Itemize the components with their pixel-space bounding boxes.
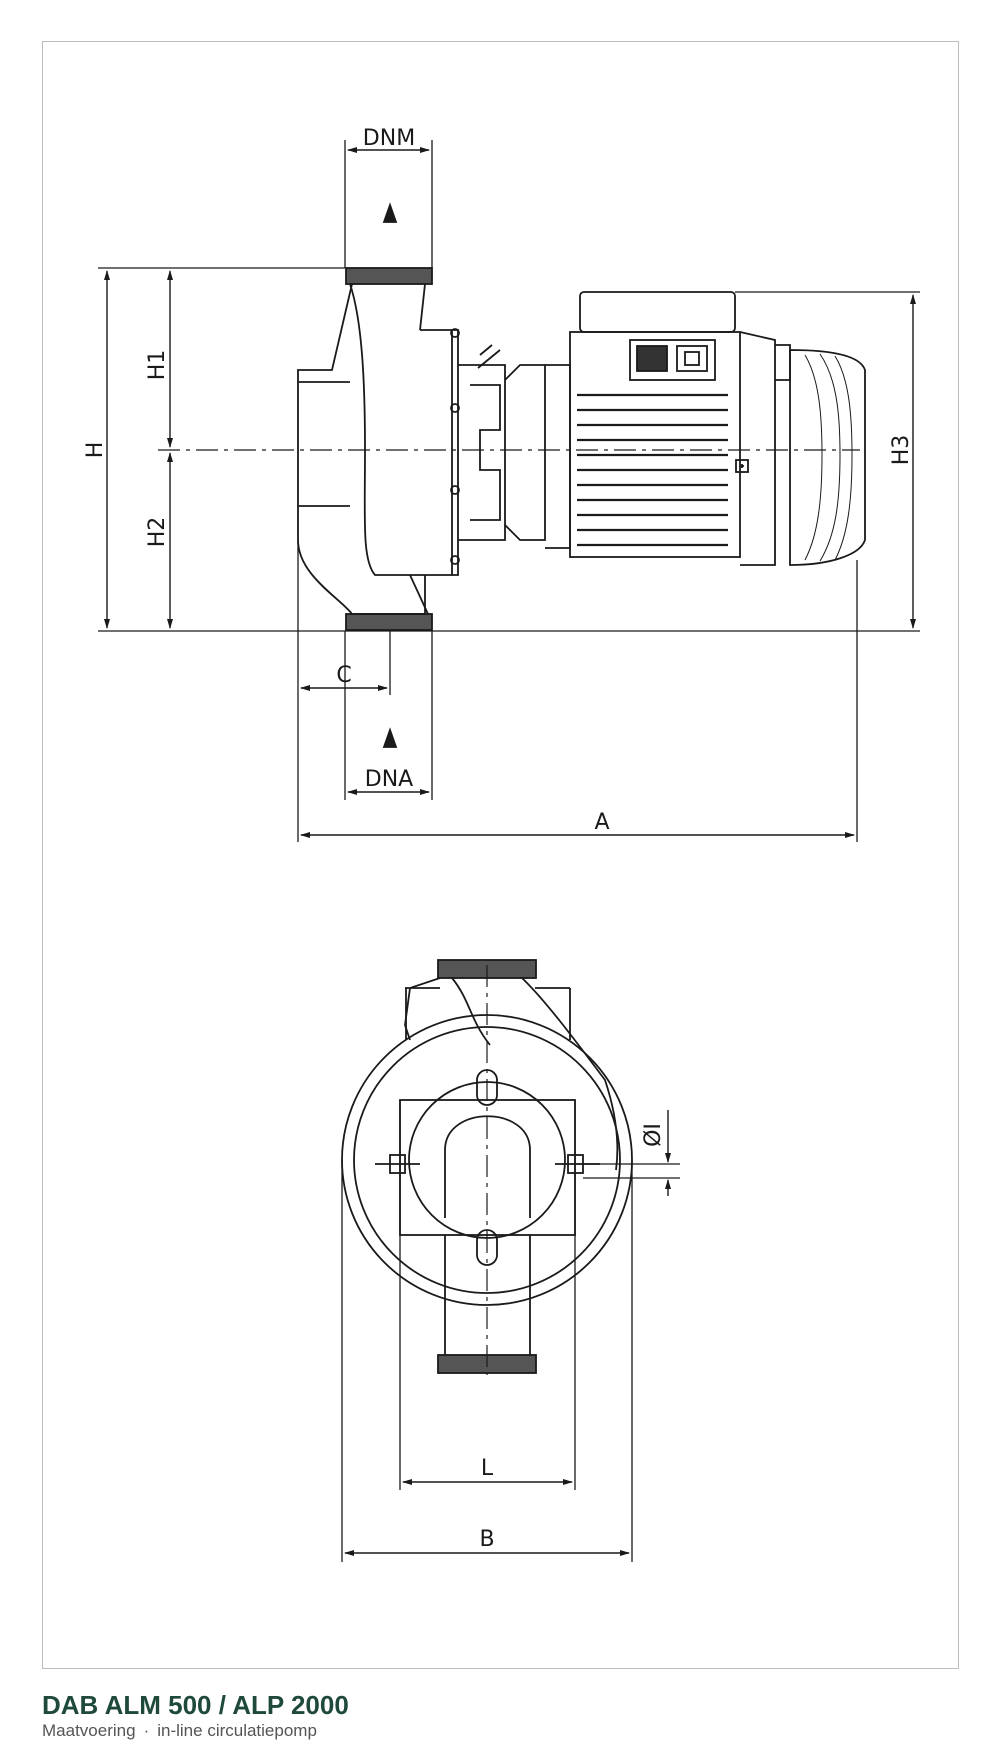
- top-flange: [345, 267, 433, 285]
- fan-cover: [789, 349, 866, 566]
- subtitle-separator: ·: [143, 1721, 150, 1740]
- bracket: [504, 364, 571, 549]
- side-view: [98, 140, 920, 842]
- motor: [569, 291, 791, 566]
- label-h3: H3: [889, 435, 914, 466]
- label-h2: H2: [145, 517, 170, 548]
- pump-housing: [297, 267, 506, 631]
- inlet-arrow: [382, 727, 398, 748]
- terminal-box: [629, 339, 716, 381]
- subtitle-part-1: Maatvoering: [42, 1721, 136, 1740]
- dimension-lines: [104, 147, 916, 838]
- label-h: H: [83, 442, 108, 459]
- drawing-frame: [42, 41, 959, 1669]
- label-b: B: [479, 1527, 494, 1552]
- front-view: [341, 959, 680, 1562]
- caption: DAB ALM 500 / ALP 2000 Maatvoering · in-li…: [42, 1690, 349, 1742]
- label-dnm: DNM: [363, 126, 415, 151]
- cooling-ribs: [577, 393, 728, 547]
- product-title: DAB ALM 500 / ALP 2000: [42, 1690, 349, 1720]
- label-c: C: [336, 663, 351, 688]
- product-subtitle: Maatvoering · in-line circulatiepomp: [42, 1720, 349, 1742]
- label-l: L: [481, 1456, 494, 1481]
- label-dna: DNA: [365, 767, 413, 792]
- extension-lines: [98, 140, 920, 842]
- label-a: A: [594, 810, 609, 835]
- flow-arrows: [382, 202, 398, 748]
- outlet-arrow: [382, 202, 398, 223]
- bottom-flange: [345, 613, 433, 631]
- label-h1: H1: [145, 350, 170, 381]
- label-i: ØI: [641, 1123, 666, 1147]
- subtitle-part-2: in-line circulatiepomp: [157, 1721, 317, 1740]
- front-view-labels: L B ØI: [479, 1123, 666, 1552]
- side-view-labels: DNM DNA H H1 H2 H3 C A: [83, 126, 914, 835]
